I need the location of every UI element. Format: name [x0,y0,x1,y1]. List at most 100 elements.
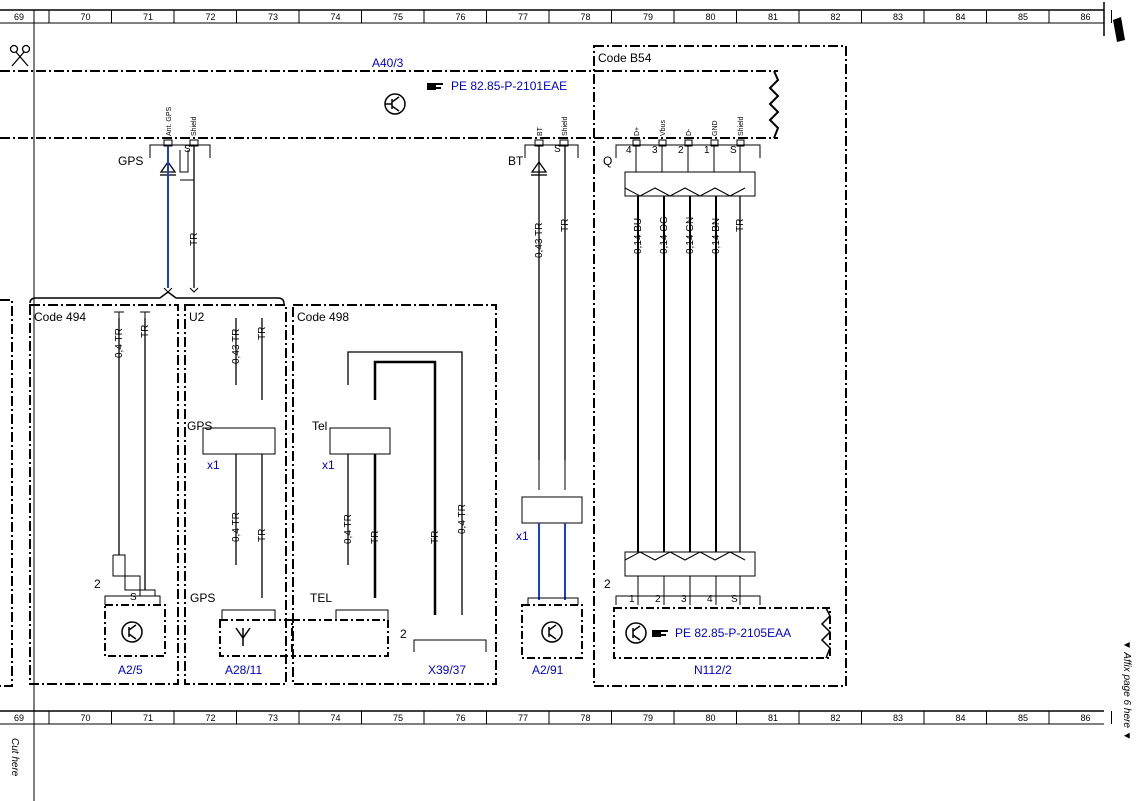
brace-bracket [29,291,285,305]
ruler-column-label: 75 [393,713,403,723]
ruler-column-label: 72 [206,713,216,723]
code-b54-label: Code B54 [598,51,652,65]
ruler-column-label: 78 [581,713,591,723]
ruler-column-label: 86 [1081,713,1091,723]
code-498-connector-label: Tel [312,419,327,433]
a40-3-module: A40/3 PE 82.85-P-2101EAE [0,56,780,139]
code-494-pin2: 2 [94,577,101,591]
u2-box: U2 0,43 TR TR GPS x1 0,4 TR TR GPS A28/1… [184,304,293,685]
ruler-column-label: 84 [956,713,966,723]
u2-connector-label: GPS [187,419,212,433]
u2-bottom-label: GPS [190,591,215,605]
code-498-box: Code 498 Tel x1 0,4 TR TR TR 0,4 TR TEL … [292,304,497,685]
gps-shield-s: S [184,144,191,155]
a2-91-group: x1 A2/91 [516,460,583,677]
u2-connector-x1: x1 [207,458,220,472]
a28-11-label: A28/11 [225,663,262,677]
pin-shield-label: Shield [191,116,198,136]
n112-2-reference: PE 82.85-P-2105EAA [675,626,791,640]
transistor-module-icon [384,93,406,115]
n112-pin-number: 1 [629,594,635,605]
code-494-label: Code 494 [34,310,86,324]
n112-pin-number: 4 [707,594,713,605]
usb-pin-name: D- [686,128,693,136]
usb-wire-label: TR [735,219,746,232]
gps-connector-label: GPS [118,154,143,168]
code-494-wire-1: 0,4 TR [114,328,125,358]
usb-wire-label: 0,14 BU [633,218,644,254]
a40-3-gps-connector: Ant. GPS Shield S GPS TR [118,106,211,293]
usb-pin-name: GND [712,120,719,136]
n112-pin-number: S [731,594,738,605]
usb-wire-label: 0,14 OG [659,216,670,254]
code-498-wire-right-1: TR [430,531,441,544]
usb-pin-name: Vbus [660,120,667,136]
n112-pin-number: 3 [681,594,687,605]
usb-connector-label: Q [603,154,612,168]
code-494-wire-2: TR [140,325,151,338]
a2-91-transistor-icon [541,621,563,643]
n112-2-label: N112/2 [694,663,732,677]
ruler-column-label: 73 [268,713,278,723]
antenna-icon [235,627,251,646]
code-494-box: Code 494 0,4 TR TR 2 S A2/5 [29,304,179,685]
pointing-hand-icon [652,630,668,637]
a40-3-bt-connector: BT Shield S BT 0,43 TR TR [508,116,579,460]
code-498-bottom-label: TEL [310,591,332,605]
code-498-wire-bottom-2: TR [370,531,381,544]
ruler-column-label: 85 [1018,12,1028,22]
pin-ant-gps-label: Ant. GPS [166,106,173,136]
ruler-column-label: 80 [706,713,716,723]
ruler-column-label: 83 [893,713,903,723]
usb-pin-number: 2 [678,145,684,156]
usb-pin-number: 4 [626,145,632,156]
u2-wire-top-2: TR [257,327,268,340]
usb-wires: 0,14 BU 0,14 OG 0,14 GN 0,14 BN TR [633,196,746,552]
usb-wire-label: 0,14 BN [711,218,722,254]
n112-2-pin2: 2 [604,577,611,591]
bt-connector-label: BT [508,154,524,168]
a2-5-label: A2/5 [118,663,143,677]
usb-pin-number: S [730,145,737,156]
ruler-column-label: 82 [831,12,841,22]
u2-wire-bottom-2: TR [257,529,268,542]
code-498-wire-right-2: 0,4 TR [457,504,468,534]
ruler-column-label: 80 [706,12,716,22]
bt-shield-s: S [554,144,561,155]
usb-pin-number: 1 [704,145,710,156]
pin-bt-shield-label: Shield [562,116,569,136]
ruler-column-label: 86 [1081,12,1091,22]
a40-3-label: A40/3 [372,56,404,70]
ruler-column-label: 69 [14,713,24,723]
usb-pin-name: Shield [738,116,745,136]
u2-wire-top-1: 0,43 TR [231,329,242,364]
cut-here-label: Cut here [9,738,20,777]
page-corner-icon [1113,17,1125,42]
ruler-column-label: 81 [768,713,778,723]
ruler-column-label: 70 [81,713,91,723]
bt-shield-wire-label: TR [560,219,571,232]
ruler-column-label: 69 [14,12,24,22]
code-498-pin2: 2 [400,627,407,641]
code-494-shield-s: S [130,592,137,603]
usb-wire-label: 0,14 GN [685,217,696,254]
a2-5-transistor-icon [121,621,143,643]
ruler-column-label: 77 [518,12,528,22]
usb-pin-number: 3 [652,145,658,156]
ruler-column-label: 74 [331,12,341,22]
bt-signal-wire-label: 0,43 TR [534,223,545,258]
pointing-hand-icon [427,83,443,90]
a2-91-connector-x1: x1 [516,529,529,543]
u2-label: U2 [189,310,205,324]
ruler-column-label: 70 [81,12,91,22]
ruler-column-label: 84 [956,12,966,22]
usb-pin-name: D+ [634,127,641,136]
ruler-column-label: 71 [143,12,153,22]
pin-bt-label: BT [537,126,544,136]
left-fragment-box [0,299,13,687]
ruler-column-label: 77 [518,713,528,723]
